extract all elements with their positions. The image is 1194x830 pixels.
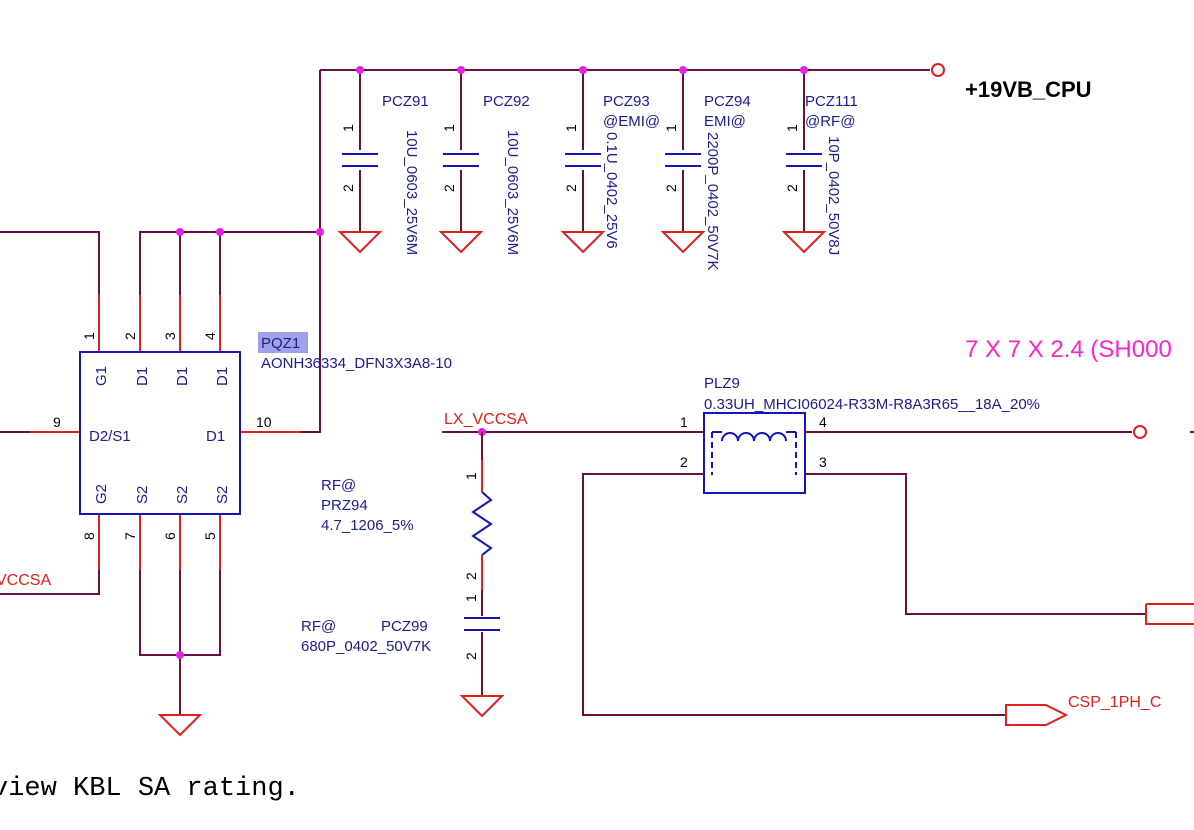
pin-name: S2 bbox=[214, 486, 231, 504]
pin-number: 2 bbox=[784, 184, 800, 192]
selection-highlight bbox=[258, 332, 308, 353]
cap-pcz93: 1 2 PCZ93 @EMI@ 0.1U_0402_25V6 bbox=[560, 70, 660, 254]
pin-number: 2 bbox=[663, 184, 679, 192]
junction-dot bbox=[679, 66, 687, 74]
pin-name: G1 bbox=[93, 366, 110, 386]
pin-number: 10 bbox=[256, 414, 272, 430]
ref-designator: PLZ9 bbox=[704, 375, 740, 392]
inductor-body bbox=[703, 412, 806, 494]
pin-name: D1 bbox=[214, 367, 231, 386]
pin-number: 4 bbox=[202, 332, 218, 340]
cap-value: 0.1U_0402_25V6 bbox=[603, 132, 620, 249]
option-tag: EMI@ bbox=[704, 113, 746, 130]
ref-designator: PCZ94 bbox=[704, 93, 751, 110]
pin-number: 1 bbox=[563, 124, 579, 132]
rail-terminal bbox=[931, 63, 945, 77]
resistor-symbol bbox=[471, 491, 493, 556]
cap-pcz111: 1 2 PCZ111 @RF@ 10P_0402_50V8J bbox=[781, 70, 858, 255]
ref-designator: PCZ99 bbox=[381, 618, 428, 635]
ground-symbol bbox=[459, 695, 505, 718]
pin-name: D2/S1 bbox=[89, 428, 131, 445]
pin-number: 3 bbox=[819, 454, 827, 470]
ground-symbol bbox=[157, 714, 203, 737]
resistor-value: 4.7_1206_5% bbox=[321, 517, 414, 534]
lx-node: LX_VCCSA 1 2 RF@ PRZ94 4.7_1206_5% 1 2 R… bbox=[301, 411, 705, 718]
pin-number: 1 bbox=[784, 124, 800, 132]
ref-designator: PQZ1 bbox=[261, 335, 300, 352]
cap-pcz94: 1 2 PCZ94 EMI@ 2200P_0402_50V7K bbox=[660, 70, 751, 270]
junction-dot bbox=[176, 651, 184, 659]
pin-number: 1 bbox=[463, 472, 479, 480]
pin-name: S2 bbox=[174, 486, 191, 504]
net-label: CSP_1PH_C bbox=[1068, 694, 1161, 711]
pin-number: 7 bbox=[122, 532, 138, 540]
pin-number: 2 bbox=[563, 184, 579, 192]
pin-name: S2 bbox=[134, 486, 151, 504]
cap-pcz91: 1 2 PCZ91 10U_0603_25V6M bbox=[337, 70, 429, 255]
cap-value: 2200P_0402_50V7K bbox=[704, 132, 721, 270]
inductor-value: 0.33UH_MHCI06024-R33M-R8A3R65__18A_20% bbox=[704, 396, 1040, 413]
capacitor-value: 680P_0402_50V7K bbox=[301, 638, 431, 655]
pin-number: 4 bbox=[819, 414, 827, 430]
pin-number: 2 bbox=[122, 332, 138, 340]
ref-designator: PRZ94 bbox=[321, 497, 368, 514]
pin-number: 1 bbox=[463, 594, 479, 602]
comment-text: view KBL SA rating. bbox=[0, 774, 300, 804]
net-label: LX_VCCSA bbox=[444, 411, 528, 428]
pin-number: 1 bbox=[680, 414, 688, 430]
pin-number: 1 bbox=[81, 332, 97, 340]
junction-dot bbox=[216, 228, 224, 236]
net-label: VCCSA bbox=[0, 572, 51, 589]
cap-value: 10U_0603_25V6M bbox=[504, 130, 521, 255]
pin-number: 1 bbox=[441, 124, 457, 132]
junction-dot bbox=[356, 66, 364, 74]
pin-number: 2 bbox=[463, 652, 479, 660]
option-tag: RF@ bbox=[321, 477, 356, 494]
junction-dot bbox=[579, 66, 587, 74]
pin-number: 2 bbox=[463, 572, 479, 580]
pin-number: 1 bbox=[340, 124, 356, 132]
option-tag: @RF@ bbox=[805, 113, 855, 130]
junction-dot bbox=[800, 66, 808, 74]
pin-number: 9 bbox=[53, 414, 61, 430]
cap-pcz92: 1 2 PCZ92 10U_0603_25V6M bbox=[438, 70, 530, 255]
pin-number: 2 bbox=[680, 454, 688, 470]
pin-number: 2 bbox=[441, 184, 457, 192]
capacitor-symbol bbox=[464, 617, 500, 631]
pin-number: 3 bbox=[162, 332, 178, 340]
ref-designator: PCZ92 bbox=[483, 93, 530, 110]
rail-label: +19VB_CPU bbox=[965, 77, 1092, 102]
inductor-plz9: PLZ9 0.33UH_MHCI06024-R33M-R8A3R65__18A_… bbox=[582, 375, 1194, 726]
package-note: 7 X 7 X 2.4 (SH000 bbox=[965, 336, 1172, 363]
part-number: AONH36334_DFN3X3A8-10 bbox=[261, 355, 452, 372]
ref-designator: PCZ111 bbox=[805, 93, 858, 110]
sense-port-connector bbox=[1145, 603, 1194, 625]
ref-designator: PCZ93 bbox=[603, 93, 650, 110]
pin-number: 6 bbox=[162, 532, 178, 540]
cap-value: 10U_0603_25V6M bbox=[403, 130, 420, 255]
pin-name: D1 bbox=[206, 428, 225, 445]
option-tag: @EMI@ bbox=[603, 113, 660, 130]
ref-designator: PCZ91 bbox=[382, 93, 429, 110]
mosfet-pqz1: 1 2 3 4 G1 D1 D1 D1 G2 S2 S2 S2 8 7 6 5 … bbox=[0, 70, 452, 737]
pin-number: 1 bbox=[663, 124, 679, 132]
coil-symbol bbox=[721, 432, 787, 442]
pin-number: 8 bbox=[81, 532, 97, 540]
junction-dot bbox=[316, 228, 324, 236]
cap-value: 10P_0402_50V8J bbox=[825, 136, 842, 255]
pin-number: 5 bbox=[202, 532, 218, 540]
pin-number: 2 bbox=[340, 184, 356, 192]
pin-name: D1 bbox=[134, 367, 151, 386]
junction-dot bbox=[176, 228, 184, 236]
csp-port-connector bbox=[1005, 704, 1069, 726]
pin-name: G2 bbox=[93, 484, 110, 504]
output-terminal bbox=[1133, 425, 1147, 439]
option-tag: RF@ bbox=[301, 618, 336, 635]
mosfet-body bbox=[79, 351, 241, 515]
rail-net: +19VB_CPU bbox=[320, 63, 1092, 102]
junction-dot bbox=[457, 66, 465, 74]
pin-name: D1 bbox=[174, 367, 191, 386]
